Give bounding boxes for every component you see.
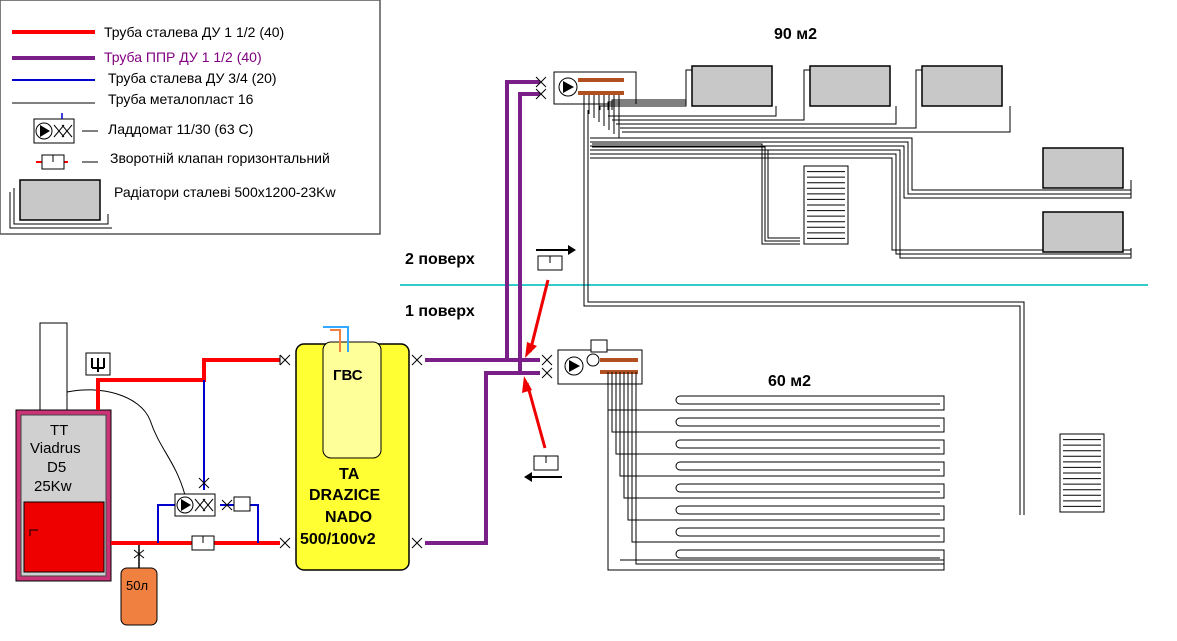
rad5-loop xyxy=(590,149,1132,259)
boiler-label-3: D5 xyxy=(47,459,66,476)
tank-label-1: ТА xyxy=(339,466,360,483)
floor-loop-return xyxy=(675,417,940,427)
legend-radiator-icon xyxy=(9,179,112,229)
floor-loop xyxy=(623,372,945,499)
floor-loop-return xyxy=(675,395,940,405)
stairs-bottom xyxy=(1059,433,1105,513)
ppr-pipes xyxy=(425,80,540,545)
legend: Труба сталева ДУ 1 1/2 (40) Труба ППР ДУ… xyxy=(0,0,381,235)
floor-loop-return xyxy=(675,483,940,493)
rad2-feed xyxy=(612,69,810,121)
tank-gvs-label: ГВС xyxy=(333,367,363,384)
floor-loop xyxy=(627,372,945,521)
legend-laddomat-text: Ладдомат 11/30 (63 С) xyxy=(108,121,253,137)
expansion-label: 50л xyxy=(126,578,148,593)
floor1-label: 1 поверх xyxy=(405,303,475,320)
check-valve-bypass-icon xyxy=(221,496,251,512)
radiator-1 xyxy=(691,65,773,107)
tank-label-4: 500/100v2 xyxy=(300,531,376,548)
floor-loop-return xyxy=(675,505,940,515)
thermostat-icon xyxy=(85,352,111,376)
check-valve-return-icon xyxy=(191,535,215,551)
top-manifold xyxy=(535,71,637,105)
legend-laddomat-icon xyxy=(33,113,75,144)
valve-bottom-icon xyxy=(279,537,291,549)
boiler-label-2: Viadrus xyxy=(30,440,81,457)
legend-radiator-text: Радіатори сталеві 500х1200-23Kw xyxy=(114,184,336,200)
tank-valves xyxy=(411,354,423,549)
radiator-2 xyxy=(809,65,891,107)
floor-loop xyxy=(631,372,945,543)
stair-loop xyxy=(592,149,800,239)
floor-loop-return xyxy=(675,549,940,559)
radiator-4 xyxy=(1042,147,1124,189)
legend-check-valve-text: Зворотній клапан горизонтальний xyxy=(110,150,330,166)
boiler-label-1: ТТ xyxy=(50,422,68,439)
floor-loop-return xyxy=(675,527,940,537)
radiator-5 xyxy=(1042,211,1124,253)
radiators xyxy=(691,65,1124,253)
tank-label-2: DRAZICE xyxy=(309,487,380,504)
floor-loop xyxy=(619,372,945,477)
bottom-manifold xyxy=(541,339,643,385)
check-valve-floor1-icon xyxy=(524,455,562,482)
expansion-tank: 50л xyxy=(120,544,158,626)
check-valve-floor2-icon xyxy=(536,245,576,271)
floor-loop xyxy=(635,372,945,565)
legend-metalplast-text: Труба металопласт 16 xyxy=(108,91,254,107)
legend-steel40-text: Труба сталева ДУ 1 1/2 (40) xyxy=(104,24,284,40)
floor-loop-outer xyxy=(607,372,945,571)
rad1-return xyxy=(608,106,777,117)
area-90-label: 90 м2 xyxy=(774,26,817,43)
boiler: ТТ Viadrus D5 25Kw xyxy=(15,322,112,582)
down-riser xyxy=(587,110,1025,515)
rad2-return xyxy=(616,106,897,125)
buffer-tank: ГВС ТА DRAZICE NADO 500/100v2 xyxy=(295,326,410,571)
boiler-label-4: 25Kw xyxy=(34,478,72,495)
rad1-feed xyxy=(611,69,692,110)
tank-label-3: NADO xyxy=(325,509,372,526)
rad5-loop xyxy=(590,153,1132,255)
rad4-loop xyxy=(590,145,1132,199)
floor-loop-return xyxy=(675,439,940,449)
rad5-loop xyxy=(590,157,1132,251)
laddomat-icon xyxy=(174,477,216,517)
floor-loops xyxy=(607,372,945,571)
floor-loop xyxy=(611,372,945,433)
legend-steel20-text: Труба сталева ДУ 3/4 (20) xyxy=(108,70,277,86)
floor-loop-return xyxy=(675,461,940,471)
legend-ppr-text: Труба ППР ДУ 1 1/2 (40) xyxy=(104,49,262,65)
down-riser xyxy=(583,110,1021,515)
radiator-3 xyxy=(921,65,1003,107)
top-floor-pipes xyxy=(583,69,1132,515)
rad3-return xyxy=(622,106,1011,133)
area-60-label: 60 м2 xyxy=(768,373,811,390)
stairs-top xyxy=(803,165,849,245)
rad3-feed xyxy=(620,69,922,129)
floor-loop xyxy=(615,372,945,455)
red-arrows xyxy=(522,279,550,449)
floor2-label: 2 поверх xyxy=(405,251,475,268)
stair-loop xyxy=(592,146,800,242)
valve-top-icon xyxy=(279,354,291,366)
stair-loop xyxy=(592,143,800,245)
legend-check-valve-icon xyxy=(36,154,68,170)
